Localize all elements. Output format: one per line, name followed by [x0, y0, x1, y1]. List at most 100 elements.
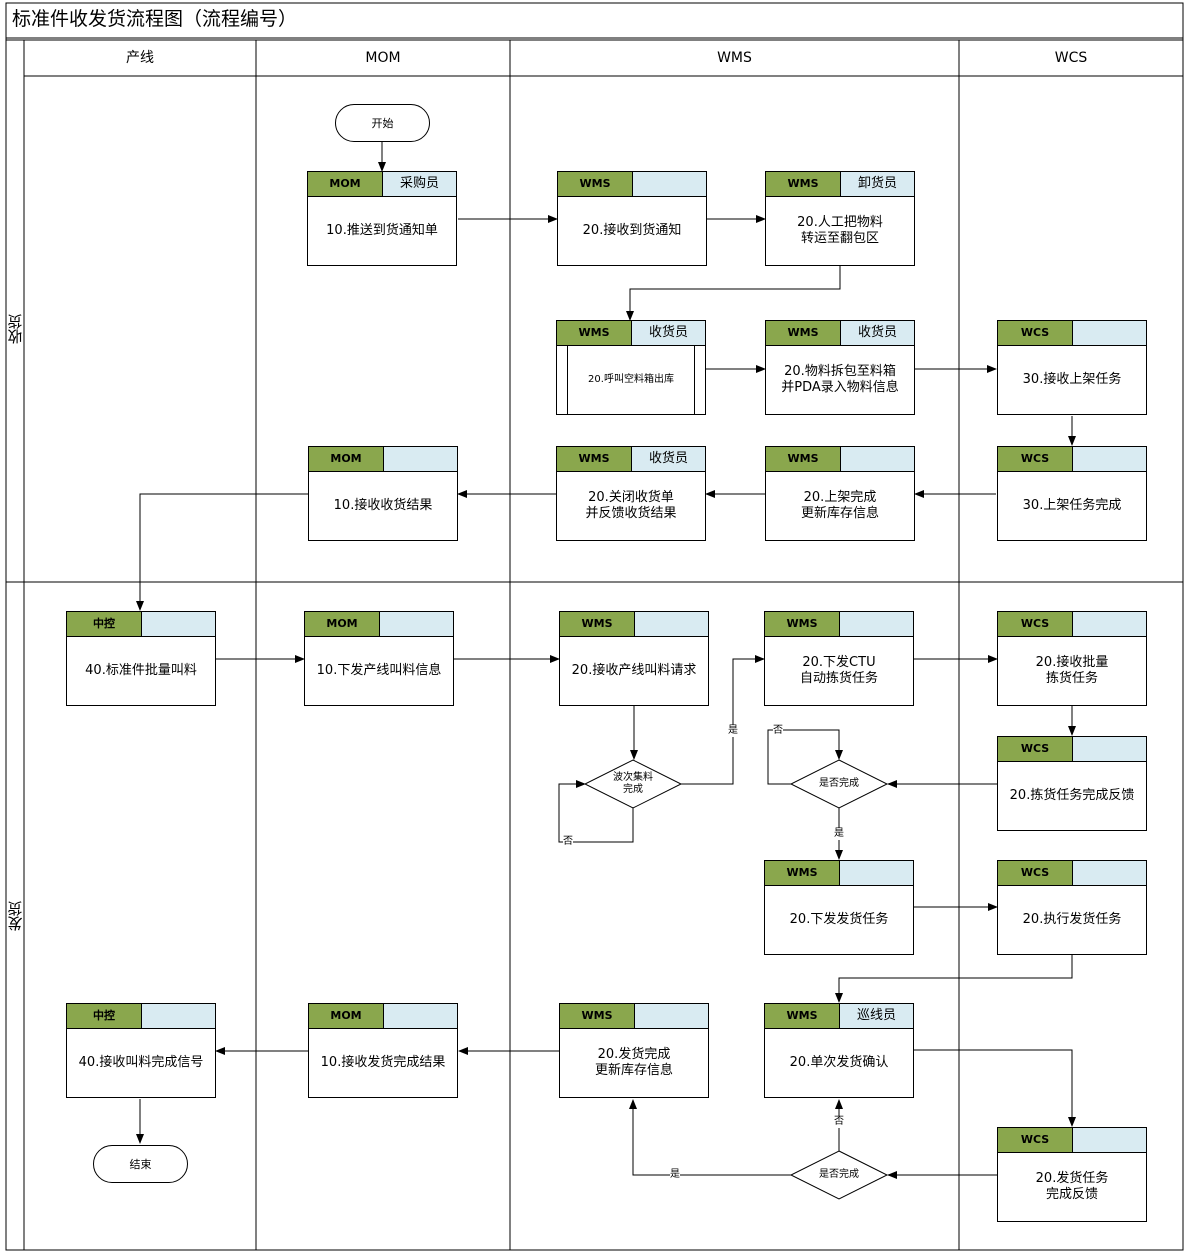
role-tag: [1073, 321, 1146, 345]
role-tag: [635, 612, 708, 636]
task-receive-receiving-result: MOM 10.接收收货结果: [308, 446, 458, 541]
edge-label-no-picking: 否: [773, 725, 783, 737]
system-tag: WMS: [557, 321, 632, 345]
subprocess-bar-left: [567, 345, 568, 414]
task-issue-line-call-info: MOM 10.下发产线叫料信息: [304, 611, 454, 706]
task-shipping-complete-feedback: WCS 20.发货任务 完成反馈: [997, 1127, 1147, 1222]
role-tag: 收货员: [841, 321, 914, 345]
task-label: 20.发货任务 完成反馈: [1035, 1170, 1109, 1202]
system-tag: MOM: [309, 447, 384, 471]
role-tag: [841, 447, 914, 471]
role-tag: [1073, 861, 1146, 885]
system-tag: WMS: [765, 612, 840, 636]
decision-shipping-done: 是否完成: [819, 1169, 859, 1180]
task-receive-shipping-result: MOM 10.接收发货完成结果: [308, 1003, 458, 1098]
task-label: 10.下发产线叫料信息: [316, 662, 442, 678]
system-tag: WMS: [765, 861, 840, 885]
task-issue-shipping-task: WMS 20.下发发货任务: [764, 860, 914, 955]
task-shipping-complete-update: WMS 20.发货完成 更新库存信息: [559, 1003, 709, 1098]
role-tag: [142, 1004, 215, 1028]
task-label: 20.发货完成 更新库存信息: [594, 1046, 673, 1078]
system-tag: WMS: [766, 321, 841, 345]
role-tag: [384, 1004, 457, 1028]
task-label: 20.呼叫空料箱出库: [588, 373, 674, 385]
system-tag: WCS: [998, 861, 1073, 885]
role-tag: [1073, 737, 1146, 761]
edge-label-yes-wave: 是: [728, 725, 738, 737]
task-label: 20.下发CTU 自动拣货任务: [799, 654, 878, 686]
system-tag: WCS: [998, 447, 1073, 471]
task-label: 10.推送到货通知单: [326, 222, 438, 238]
system-tag: 中控: [67, 1004, 142, 1028]
edge-label-no-wave: 否: [563, 836, 573, 848]
task-batch-material-call: 中控 40.标准件批量叫料: [66, 611, 216, 706]
role-tag: 卸货员: [841, 172, 914, 196]
system-tag: WMS: [557, 447, 632, 471]
role-tag: [1073, 447, 1146, 471]
role-tag: [1073, 1128, 1146, 1152]
lane-header-production-line: 产线: [126, 50, 154, 66]
role-tag: [840, 612, 913, 636]
role-tag: [142, 612, 215, 636]
task-issue-ctu-picking: WMS 20.下发CTU 自动拣货任务: [764, 611, 914, 706]
task-label: 20.接收产线叫料请求: [571, 662, 697, 678]
role-tag: [840, 861, 913, 885]
role-tag: [384, 447, 457, 471]
system-tag: WMS: [560, 1004, 635, 1028]
task-label: 20.关闭收货单 并反馈收货结果: [585, 489, 677, 521]
phase-label-shipping: 发货: [6, 901, 25, 931]
task-label: 10.接收收货结果: [333, 497, 433, 513]
task-receive-line-call-request: WMS 20.接收产线叫料请求: [559, 611, 709, 706]
system-tag: WMS: [560, 612, 635, 636]
diagram-title: 标准件收发货流程图（流程编号）: [12, 8, 298, 30]
task-putaway-complete: WMS 20.上架完成 更新库存信息: [765, 446, 915, 541]
task-receive-arrival-notice: WMS 20.接收到货通知: [557, 171, 707, 266]
role-tag: [1073, 612, 1146, 636]
role-tag: 巡线员: [840, 1004, 913, 1028]
task-label: 30.接收上架任务: [1022, 371, 1122, 387]
task-label: 20.单次发货确认: [789, 1054, 889, 1070]
edge-label-no-shipping: 否: [834, 1116, 844, 1128]
task-putaway-task-done: WCS 30.上架任务完成: [997, 446, 1147, 541]
task-receive-putaway-task: WCS 30.接收上架任务: [997, 320, 1147, 415]
lane-header-mom: MOM: [365, 50, 401, 66]
task-receive-call-complete-signal: 中控 40.接收叫料完成信号: [66, 1003, 216, 1098]
system-tag: WCS: [998, 612, 1073, 636]
task-picking-complete-feedback: WCS 20.拣货任务完成反馈: [997, 736, 1147, 831]
task-label: 20.接收到货通知: [582, 222, 682, 238]
role-tag: [633, 172, 706, 196]
lane-header-wms: WMS: [717, 50, 752, 66]
system-tag: WMS: [766, 172, 841, 196]
edge-label-yes-shipping: 是: [670, 1169, 680, 1181]
task-label: 40.接收叫料完成信号: [78, 1054, 204, 1070]
system-tag: 中控: [67, 612, 142, 636]
task-label: 20.物料拆包至料箱 并PDA录入物料信息: [781, 363, 899, 395]
start-terminal: 开始: [335, 104, 430, 142]
task-label: 20.执行发货任务: [1022, 911, 1122, 927]
role-tag: [380, 612, 453, 636]
system-tag: WCS: [998, 737, 1073, 761]
role-tag: [635, 1004, 708, 1028]
decision-picking-done: 是否完成: [819, 778, 859, 789]
role-tag: 采购员: [383, 172, 456, 196]
system-tag: WMS: [558, 172, 633, 196]
task-label: 20.人工把物料 转运至翻包区: [797, 214, 883, 246]
task-label: 20.拣货任务完成反馈: [1009, 787, 1135, 803]
system-tag: MOM: [308, 172, 383, 196]
system-tag: MOM: [305, 612, 380, 636]
end-terminal: 结束: [93, 1145, 188, 1183]
task-label: 30.上架任务完成: [1022, 497, 1122, 513]
task-label: 20.接收批量 拣货任务: [1035, 654, 1109, 686]
system-tag: WCS: [998, 1128, 1073, 1152]
task-label: 40.标准件批量叫料: [85, 662, 197, 678]
task-receive-batch-picking: WCS 20.接收批量 拣货任务: [997, 611, 1147, 706]
system-tag: WMS: [765, 1004, 840, 1028]
